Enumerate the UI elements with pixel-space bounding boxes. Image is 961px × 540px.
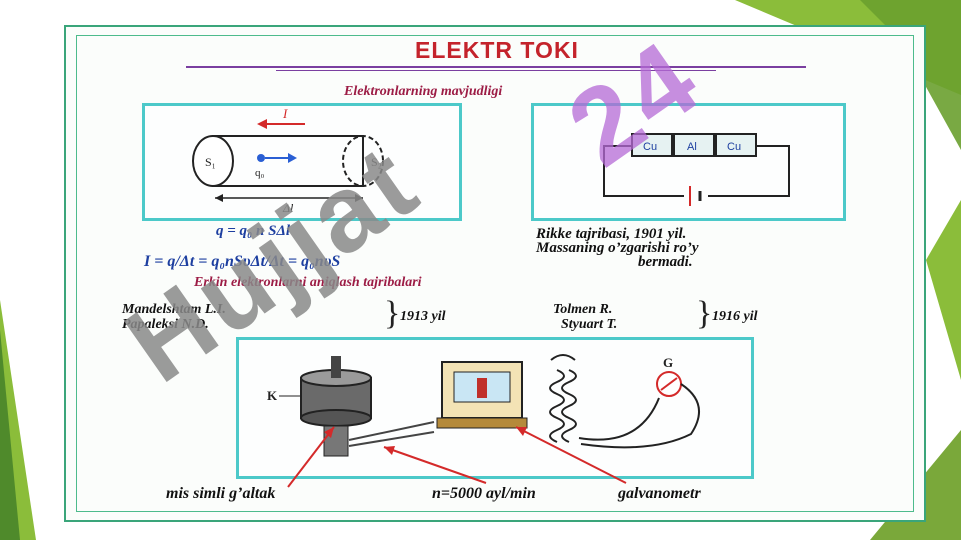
label-al: Al bbox=[687, 141, 697, 153]
rotation-arrow bbox=[550, 354, 576, 361]
galv-label-arrow bbox=[515, 426, 627, 484]
exp1-brace: } bbox=[384, 295, 401, 332]
rikke-text-line1: Rikke tajribasi, 1901 yil. bbox=[536, 226, 687, 242]
exp1-name1: Mandelshtam L.I. bbox=[122, 302, 226, 317]
coil-wire-2 bbox=[348, 431, 435, 447]
cylinder-cu-2 bbox=[715, 133, 757, 157]
speed-caption: n=5000 ayl/min bbox=[432, 485, 536, 502]
subtitle-experiments: Erkin elektronlarni aniqlash tajribalari bbox=[194, 275, 422, 290]
label-pointer-arrows bbox=[287, 426, 627, 488]
label-k: K bbox=[267, 388, 278, 403]
apparatus-panel: K G bbox=[236, 337, 754, 479]
coil-wire-1 bbox=[348, 421, 435, 441]
exp2-name1: Tolmen R. bbox=[553, 302, 613, 317]
exp1-name2: Papaleksi N.D. bbox=[122, 317, 209, 332]
label-s2: S₂ bbox=[371, 155, 382, 169]
length-arrow-right bbox=[355, 194, 363, 202]
rikke-diagram-panel: Cu Al Cu bbox=[531, 103, 846, 221]
rikke-text-line3: bermadi. bbox=[638, 254, 693, 270]
left-accent-stripe-dark bbox=[0, 330, 20, 540]
cylinder-al bbox=[673, 133, 715, 157]
corner-accent-right bbox=[926, 200, 961, 380]
galvanometer-stand bbox=[436, 417, 528, 429]
galv-label-arrowhead bbox=[516, 427, 527, 436]
coil-label-arrow bbox=[287, 426, 335, 488]
conductor-diagram-panel: I S₁ S₂ q₀ Δl bbox=[142, 103, 462, 221]
poster: ELEKTR TOKI Elektronlarning mavjudligi I… bbox=[64, 25, 926, 522]
rikke-diagram: Cu Al Cu bbox=[603, 133, 790, 206]
coil-label-arrowhead bbox=[324, 427, 334, 438]
cylinder-cu-1 bbox=[631, 133, 673, 157]
cross-section-s2 bbox=[342, 135, 384, 187]
velocity-arrowhead bbox=[288, 153, 297, 163]
cross-section-s1 bbox=[192, 135, 234, 187]
exp2-year: 1916 yil bbox=[712, 309, 758, 324]
conductor-diagram: I S₁ S₂ q₀ Δl bbox=[192, 106, 384, 215]
poster-inner-frame bbox=[76, 35, 914, 512]
title-underline-2 bbox=[276, 70, 716, 71]
charge-particle bbox=[257, 154, 265, 162]
meter-g-lead bbox=[580, 383, 700, 449]
exp1-year: 1913 yil bbox=[400, 309, 446, 324]
galvanometer-lead bbox=[578, 397, 660, 441]
current-arrowhead bbox=[257, 119, 267, 129]
subtitle-electrons: Elektronlarning mavjudligi bbox=[344, 84, 503, 99]
coil-caption: mis simli g’altak bbox=[166, 485, 276, 502]
apparatus-diagram: K G bbox=[267, 354, 700, 457]
galvanometer-core bbox=[477, 378, 487, 398]
label-delta-l: Δl bbox=[282, 201, 294, 215]
exp2-brace: } bbox=[696, 295, 713, 332]
label-s1: S₁ bbox=[205, 155, 216, 169]
label-current-i: I bbox=[282, 106, 288, 121]
galvanometer-caption: galvanometr bbox=[618, 485, 701, 502]
corner-accent-top-right-dark bbox=[860, 0, 961, 150]
title-underline bbox=[186, 66, 806, 68]
meter-g-needle bbox=[660, 377, 678, 391]
formula-current: I = q/Δt = q₀nSυΔt/Δt = q₀nυS bbox=[144, 253, 341, 270]
spring-2 bbox=[561, 369, 577, 443]
poster-title: ELEKTR TOKI bbox=[415, 37, 579, 63]
exp2-name2: Styuart T. bbox=[561, 317, 618, 332]
label-cu-2: Cu bbox=[727, 141, 741, 153]
rikke-text-line2: Massaning o’zgarishi ro’y bbox=[536, 240, 699, 256]
label-cu-1: Cu bbox=[643, 141, 657, 153]
speed-label-arrowhead bbox=[384, 446, 395, 455]
spring bbox=[549, 369, 565, 443]
speed-label-arrow bbox=[383, 446, 487, 484]
length-arrow-left bbox=[215, 194, 223, 202]
label-g: G bbox=[663, 355, 673, 370]
formula-charge: q = q₀ n SΔl bbox=[216, 223, 291, 239]
coil-axis bbox=[331, 356, 341, 378]
label-q0: q₀ bbox=[255, 167, 265, 179]
